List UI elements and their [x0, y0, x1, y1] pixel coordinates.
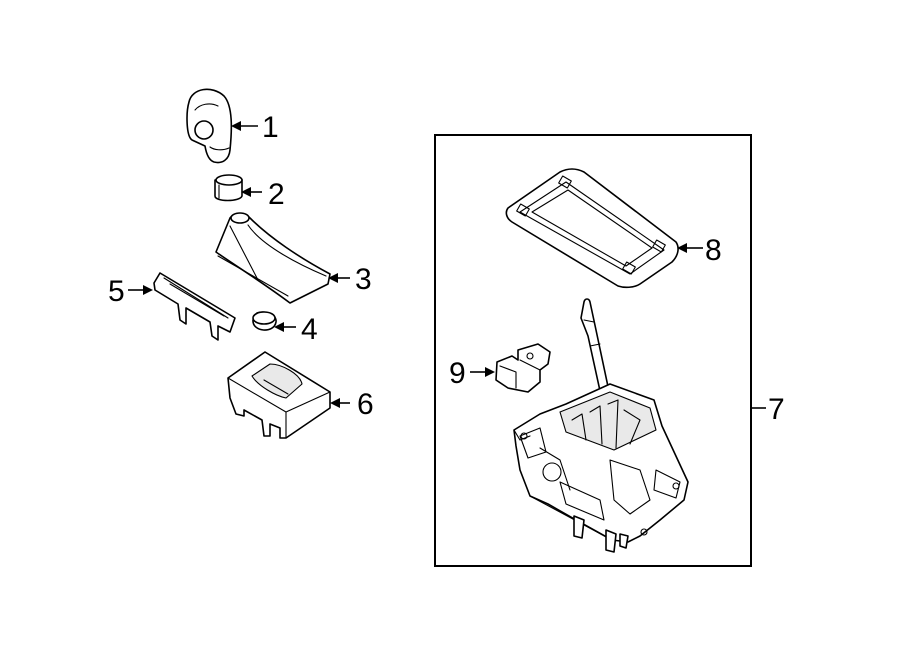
- callout-7: 7: [768, 393, 785, 426]
- callout-8: 8: [705, 234, 722, 267]
- arrowhead-6: [330, 398, 340, 408]
- callout-1: 1: [262, 111, 279, 144]
- arrowhead-3: [328, 273, 338, 283]
- arrowhead-5: [143, 285, 153, 295]
- arrowhead-2: [241, 187, 251, 197]
- arrowhead-4: [274, 322, 284, 332]
- shifter-cover-icon: [227, 351, 331, 439]
- callout-2: 2: [268, 178, 285, 211]
- assembly-frame: [434, 134, 752, 567]
- arrowhead-8: [677, 243, 687, 253]
- shift-knob-icon: [186, 88, 233, 164]
- bezel-trim-plate-icon: [505, 168, 679, 289]
- callout-9: 9: [449, 357, 466, 390]
- shifter-assembly-icon: [513, 298, 689, 553]
- arrowhead-9: [485, 367, 495, 377]
- cap-icon: [252, 311, 277, 331]
- indicator-bezel-icon: [153, 272, 236, 341]
- callout-3: 3: [355, 263, 372, 296]
- interlock-solenoid-icon: [495, 343, 551, 393]
- callout-4: 4: [301, 313, 318, 346]
- callout-5: 5: [108, 275, 125, 308]
- arrowhead-1: [231, 121, 241, 131]
- callout-6: 6: [357, 388, 374, 421]
- knob-collar-icon: [214, 174, 243, 202]
- shift-boot-icon: [215, 212, 331, 304]
